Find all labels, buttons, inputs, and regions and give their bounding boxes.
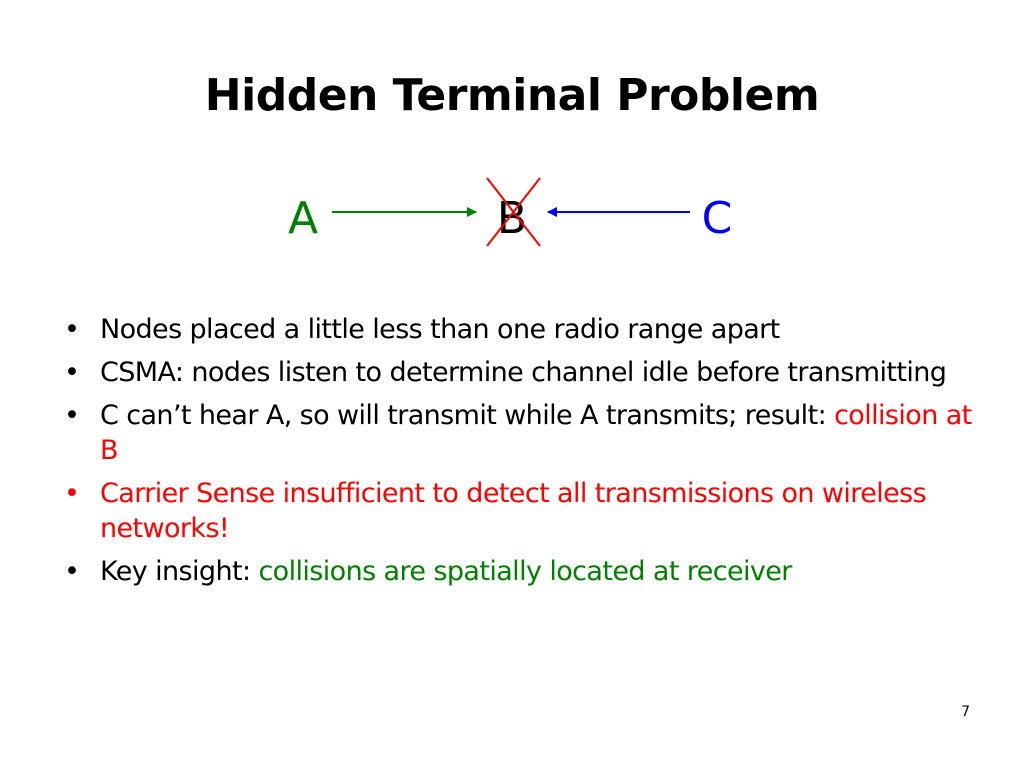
bullet-marker: • (64, 556, 80, 587)
slide-title: Hidden Terminal Problem (204, 70, 820, 121)
bullet-marker: • (64, 478, 80, 509)
node-c-label: C (702, 193, 733, 244)
bullet-item: • Carrier Sense insufficient to detect a… (60, 476, 980, 546)
bullet-text: C can’t hear A, so will transmit while A… (100, 400, 827, 431)
bullet-text: Carrier Sense insufficient to detect all… (100, 478, 927, 544)
bullet-list: • Nodes placed a little less than one ra… (60, 312, 980, 597)
page-number: 7 (961, 704, 970, 720)
bullet-text: CSMA: nodes listen to determine channel … (100, 357, 947, 388)
bullet-marker: • (64, 400, 80, 431)
node-a-label: A (288, 193, 318, 244)
bullet-marker: • (64, 314, 80, 345)
bullet-text: Nodes placed a little less than one radi… (100, 314, 780, 345)
bullet-highlight-red: collision at B (100, 400, 972, 466)
bullet-item: • Nodes placed a little less than one ra… (60, 312, 980, 347)
bullet-item: • C can’t hear A, so will transmit while… (60, 398, 980, 468)
collision-cross-icon (486, 177, 541, 247)
bullet-marker: • (64, 357, 80, 388)
bullet-text: Key insight: (100, 556, 251, 587)
bullet-highlight-green: collisions are spatially located at rece… (258, 556, 792, 587)
bullet-item: • Key insight: collisions are spatially … (60, 554, 980, 589)
bullet-item: • CSMA: nodes listen to determine channe… (60, 355, 980, 390)
